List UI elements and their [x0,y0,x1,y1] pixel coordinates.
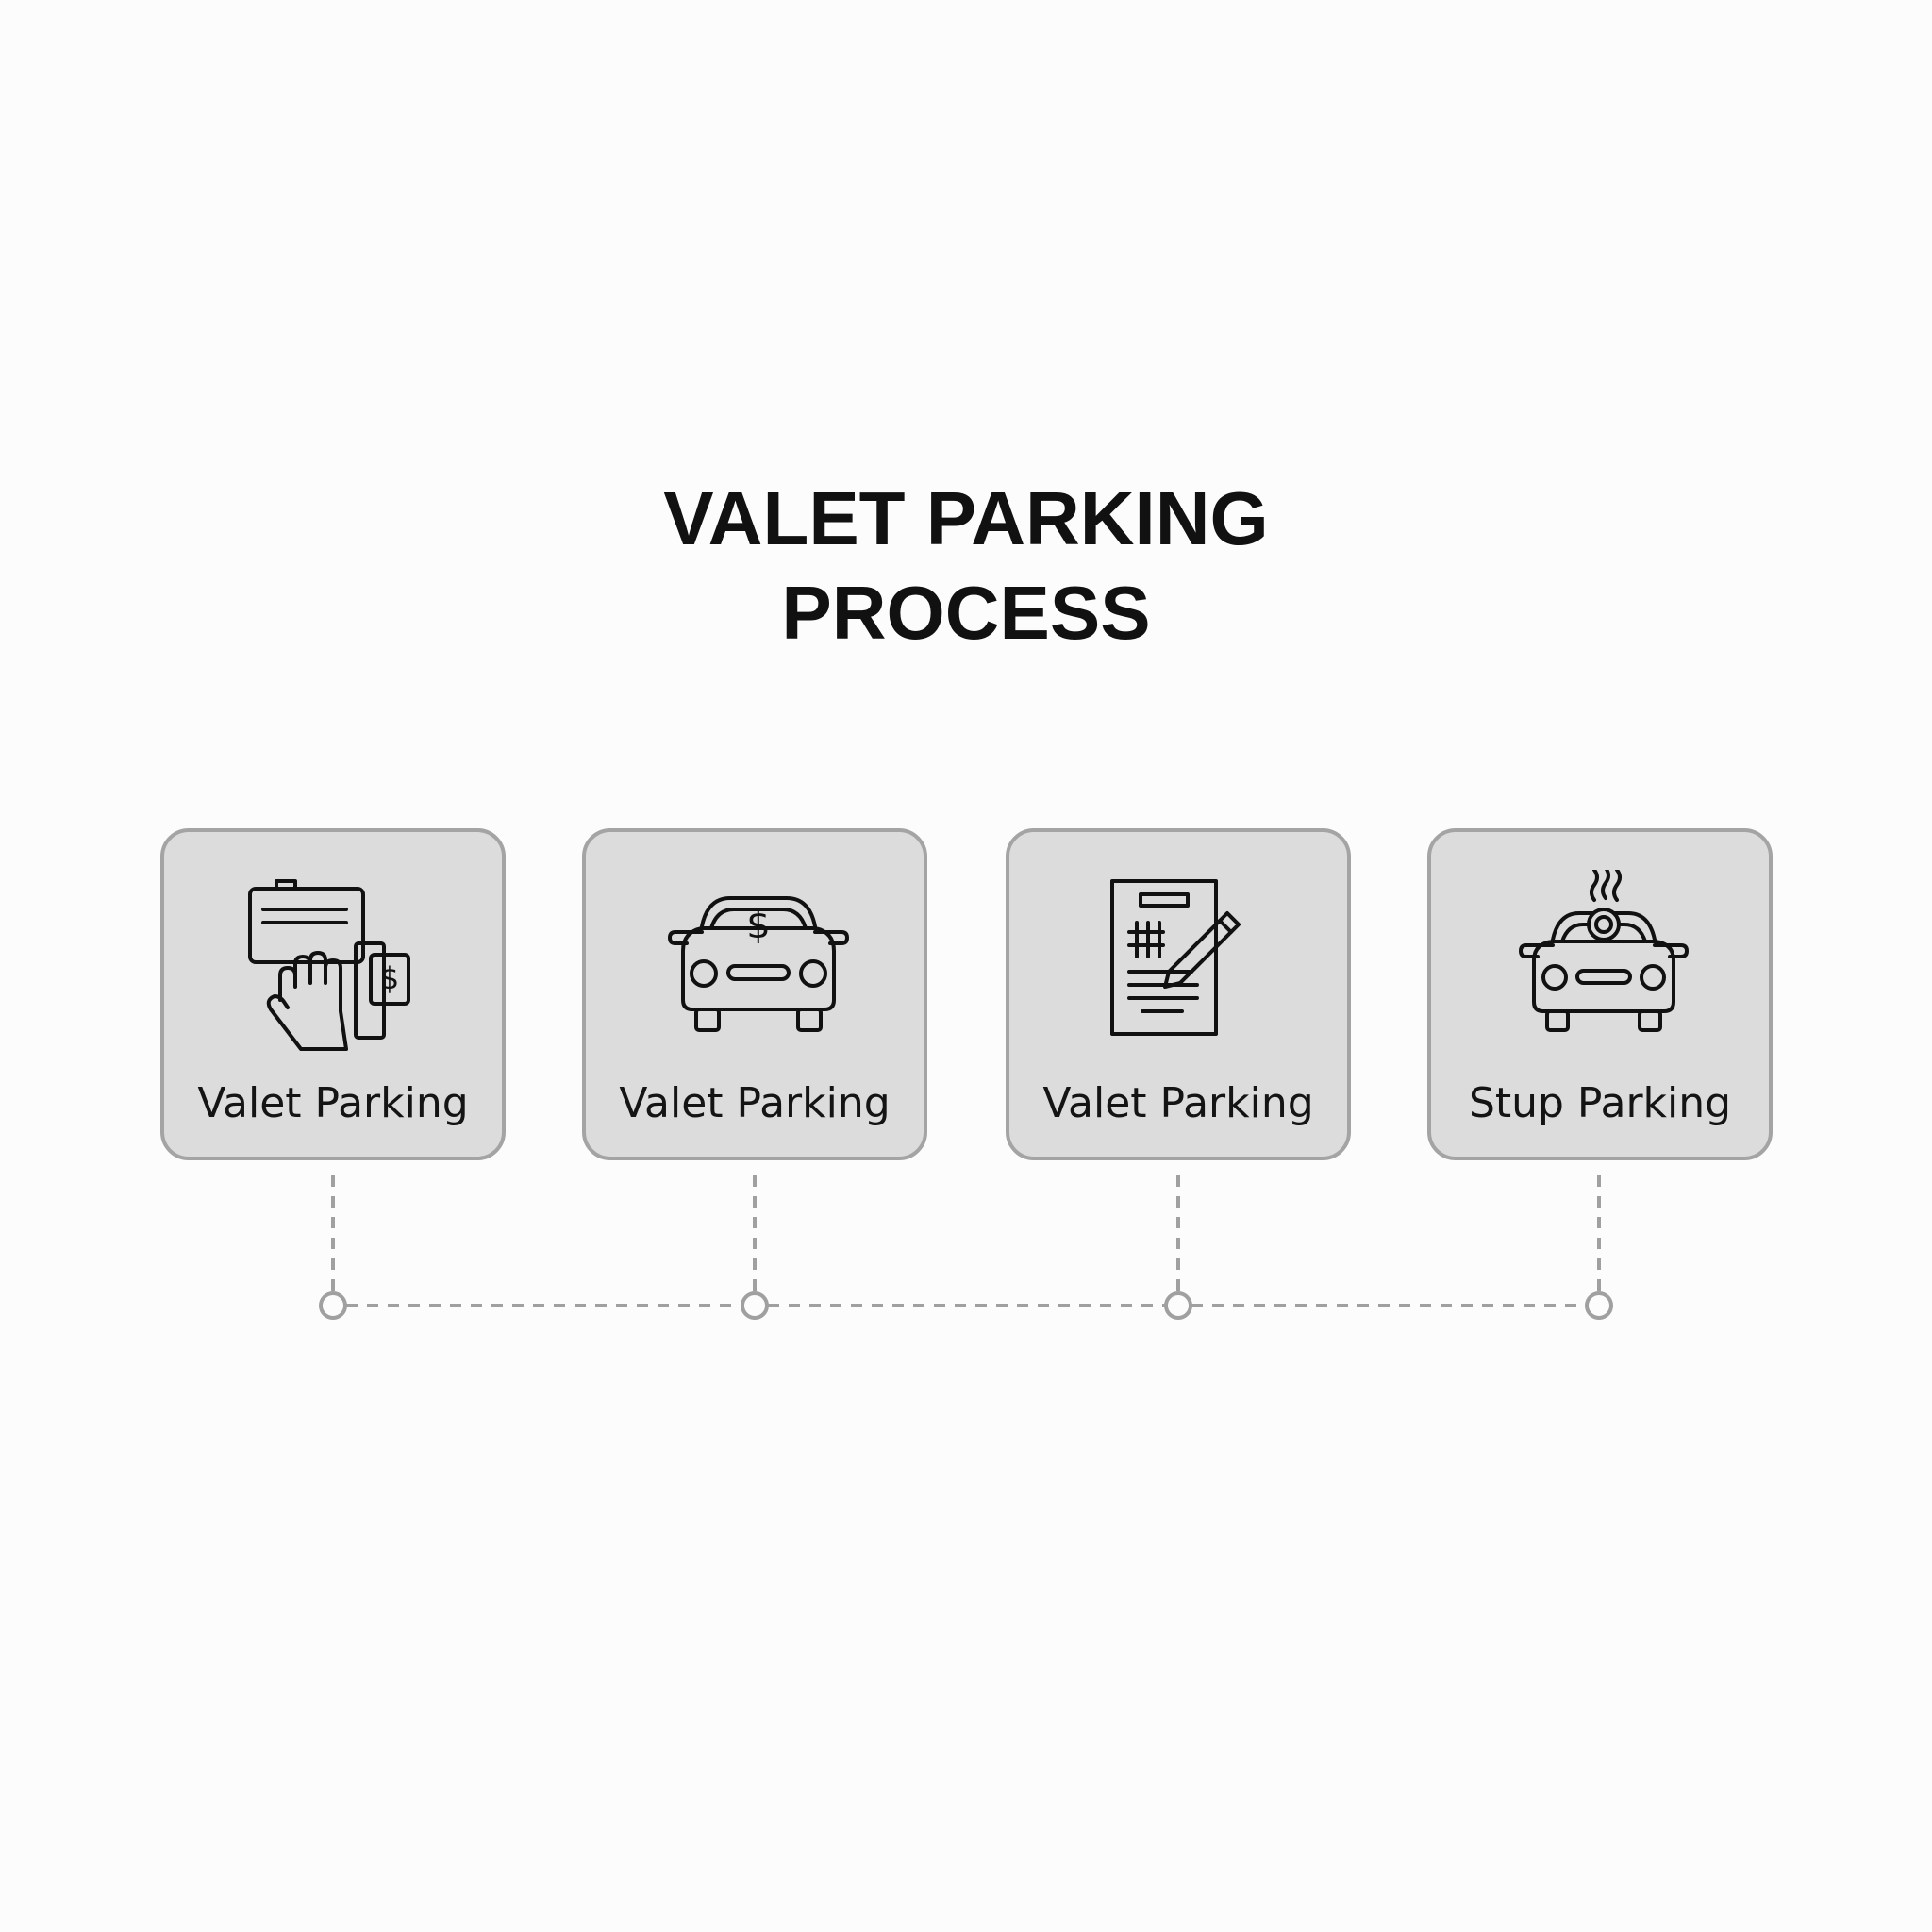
step-card-1: $ Valet Parking [160,828,506,1160]
timeline-node-4 [1585,1291,1613,1320]
diagram-title: VALET PARKING PROCESS [0,472,1932,660]
timeline-node-3 [1164,1291,1192,1320]
hand-ticket-payment-icon: $ [242,870,431,1058]
timeline-node-2 [741,1291,769,1320]
car-dollar-icon: $ [664,870,853,1058]
title-line-2: PROCESS [781,571,1151,655]
step-label-1: Valet Parking [197,1079,469,1127]
title-line-1: VALET PARKING [663,476,1269,560]
step-label-3: Valet Parking [1042,1079,1314,1127]
car-steam-icon [1509,870,1698,1058]
step-card-2: $ Valet Parking [582,828,927,1160]
step-label-2: Valet Parking [619,1079,891,1127]
step-label-4: Stup Parking [1468,1079,1732,1127]
step-card-3: Valet Parking [1006,828,1351,1160]
svg-text:$: $ [746,904,770,947]
timeline-node-1 [319,1291,347,1320]
step-card-4: Stup Parking [1427,828,1773,1160]
svg-text:$: $ [380,960,399,996]
document-pen-icon [1088,870,1276,1058]
